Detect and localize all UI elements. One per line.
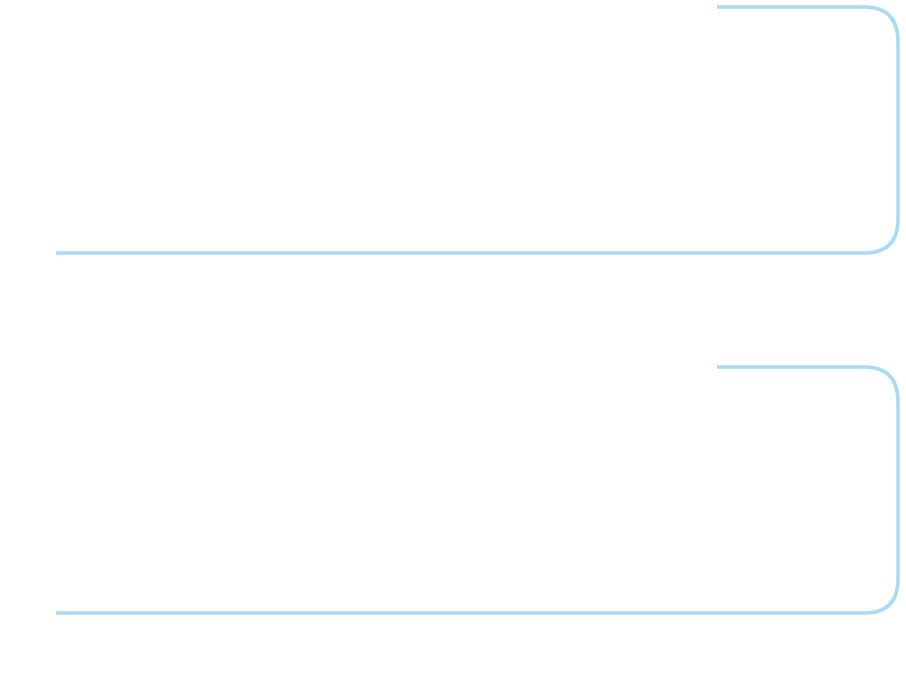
panel-top-frame: [56, 5, 900, 255]
frame-outline: [56, 365, 900, 615]
frame-outline: [56, 5, 900, 255]
panel-bottom-frame: [56, 365, 900, 615]
